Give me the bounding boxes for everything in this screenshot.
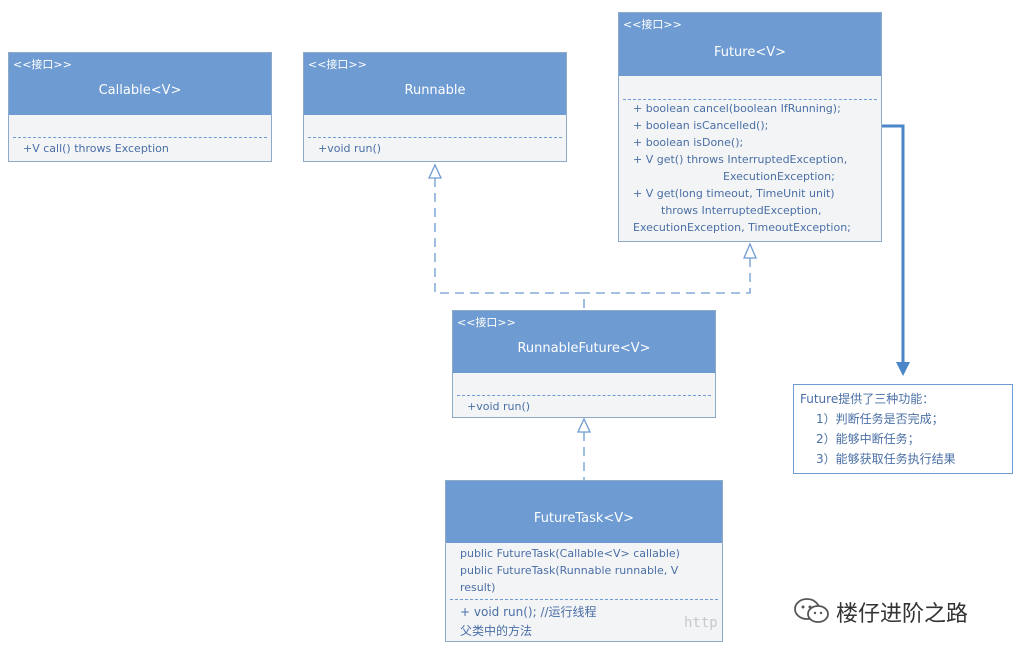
watermark-text: http: [684, 615, 718, 631]
class-name: FutureTask<V>: [533, 511, 635, 526]
class-name: Runnable: [404, 83, 466, 98]
separator: [13, 137, 267, 138]
method-line: ExecutionException;: [723, 170, 835, 183]
class-future-task: FutureTask<V> public FutureTask(Callable…: [445, 480, 723, 642]
separator: [450, 599, 718, 600]
method-line: + boolean cancel(boolean IfRunning);: [633, 102, 841, 115]
constructor-line: public FutureTask(Callable<V> callable): [460, 547, 680, 560]
realization-line-runnable: [434, 178, 585, 310]
stereotype-label: <<接口>>: [457, 316, 516, 329]
note-pointer-line: [882, 124, 905, 362]
method-line: ExecutionException, TimeoutException;: [633, 221, 851, 234]
separator: [623, 99, 877, 100]
constructor-line: public FutureTask(Runnable runnable, V: [460, 564, 679, 577]
method-line: + void run(); //运行线程: [460, 605, 597, 619]
note-pointer-head: [896, 362, 910, 376]
note-line: 1）判断任务是否完成；: [816, 412, 944, 426]
stereotype-label: <<接口>>: [308, 58, 367, 71]
class-callable: <<接口>> Callable<V> +V call() throws Exce…: [8, 52, 272, 162]
method-line: throws InterruptedException,: [661, 204, 822, 217]
method-line: + boolean isDone();: [633, 136, 744, 149]
separator: [457, 395, 711, 396]
note-line: 3）能够获取任务执行结果: [816, 452, 956, 466]
note-line: 2）能够中断任务；: [816, 432, 920, 446]
method-line: + V get() throws InterruptedException,: [633, 153, 848, 166]
method-line: 父类中的方法: [460, 624, 533, 638]
constructor-line: result): [460, 581, 496, 594]
arrowhead-runnablefuture: [576, 417, 592, 433]
class-runnable-future: <<接口>> RunnableFuture<V> +void run(): [452, 310, 716, 418]
future-features-note: Future提供了三种功能： 1）判断任务是否完成； 2）能够中断任务； 3）能…: [793, 384, 1013, 474]
realization-line-future: [584, 258, 751, 294]
class-name: Future<V>: [713, 45, 787, 60]
class-header: <<接口>> RunnableFuture<V>: [453, 311, 715, 373]
class-name: RunnableFuture<V>: [517, 341, 651, 356]
method-line: +void run(): [318, 142, 382, 155]
arrowhead-runnable: [427, 163, 443, 179]
class-future: <<接口>> Future<V> + boolean cancel(boolea…: [618, 12, 882, 242]
stereotype-label: <<接口>>: [623, 18, 682, 31]
method-line: +V call() throws Exception: [23, 142, 169, 155]
method-line: +void run(): [467, 400, 531, 413]
brand-name: 楼仔进阶之路: [836, 602, 969, 627]
class-runnable: <<接口>> Runnable +void run(): [303, 52, 567, 162]
separator: [308, 137, 562, 138]
method-line: + V get(long timeout, TimeUnit unit): [633, 187, 835, 200]
stereotype-label: <<接口>>: [13, 58, 72, 71]
wechat-icon: [794, 598, 829, 623]
arrowhead-future: [743, 242, 757, 259]
class-header: <<接口>> Callable<V>: [9, 53, 271, 115]
class-header: FutureTask<V>: [446, 481, 722, 543]
class-header: <<接口>> Runnable: [304, 53, 566, 115]
note-title: Future提供了三种功能：: [800, 392, 935, 406]
class-header: <<接口>> Future<V>: [619, 13, 881, 76]
method-line: + boolean isCancelled();: [633, 119, 769, 132]
class-name: Callable<V>: [98, 83, 182, 98]
